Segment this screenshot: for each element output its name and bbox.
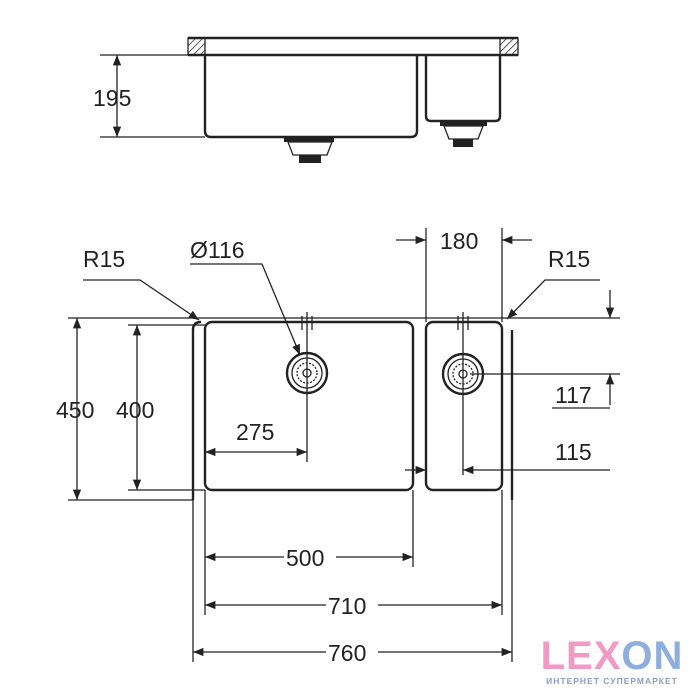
drain-diameter-label: Ø116 — [190, 237, 245, 263]
large-drain-side — [284, 137, 334, 163]
plan-view: 450 400 275 500 710 760 180 R15 R15 Ø116 — [56, 228, 620, 666]
outer-outline-left — [191, 320, 202, 500]
logo-wordmark: LEXON — [540, 634, 684, 678]
hatch-left — [187, 37, 206, 56]
radius-left-label: R15 — [83, 246, 125, 272]
small-bowl-width-label: 180 — [440, 228, 478, 254]
small-bowl-outline — [424, 320, 504, 492]
overall-width-label: 760 — [328, 640, 366, 666]
small-bowl-profile — [424, 55, 502, 123]
bowl-width-label: 500 — [286, 545, 324, 571]
inner-width-label: 710 — [328, 593, 366, 619]
logo-tagline: ИНТЕРНЕТ СУПЕРМАРКЕТ — [546, 676, 678, 686]
large-bowl-profile — [203, 55, 419, 139]
small-drain-side — [440, 121, 487, 147]
outer-depth-label: 450 — [56, 397, 94, 423]
depth-label: 195 — [93, 85, 131, 111]
bowl-depth-label: 400 — [116, 397, 154, 423]
drain-offset-x-label: 275 — [236, 419, 274, 445]
large-bowl-outline — [203, 320, 415, 492]
hatch-right — [499, 37, 519, 56]
radius-right-label: R15 — [548, 246, 590, 272]
drain-offset-y-label: 117 — [555, 382, 592, 408]
small-drain-offset-label: 115 — [555, 439, 592, 465]
lexon-logo: LEXON ИНТЕРНЕТ СУПЕРМАРКЕТ — [532, 636, 692, 686]
side-view: 195 — [93, 36, 519, 163]
